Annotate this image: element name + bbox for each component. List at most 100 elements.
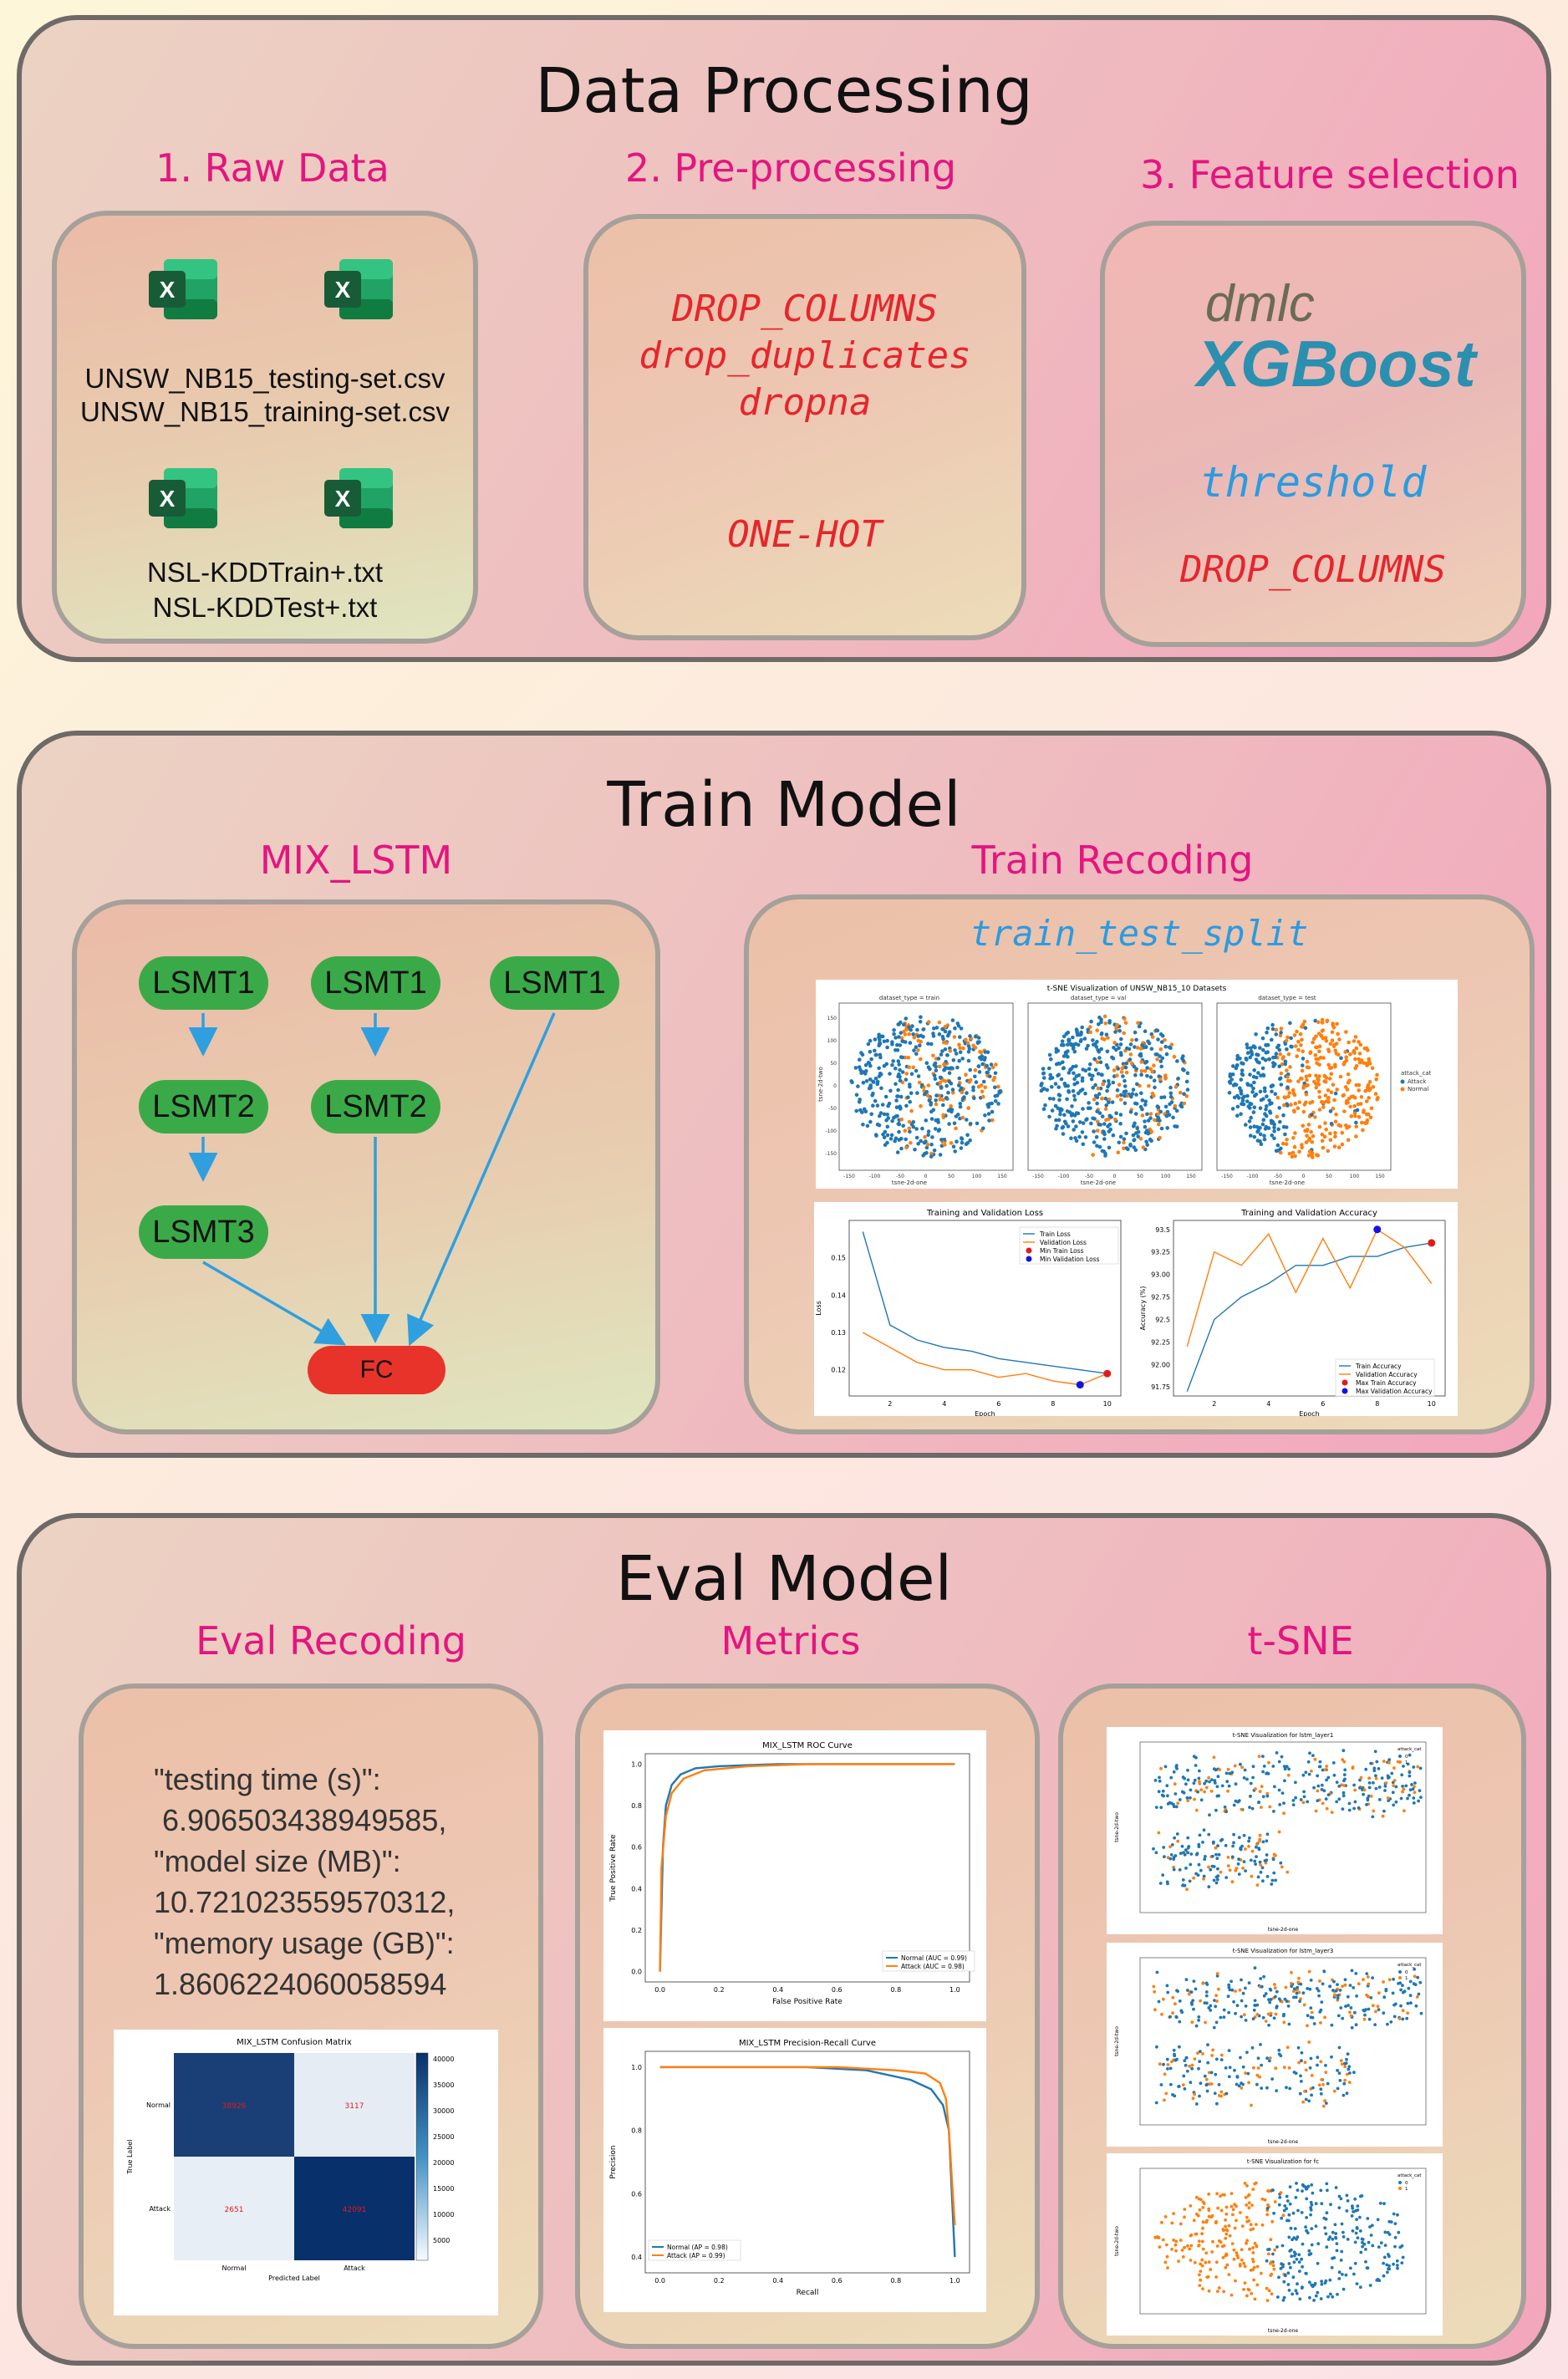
chart-xlabel: Recall [797, 2289, 819, 2297]
tsne-point [1198, 2273, 1201, 2277]
extremum-marker [1373, 1225, 1382, 1234]
tsne-point [1322, 1789, 1326, 1793]
tsne-point [1316, 2242, 1321, 2246]
tsne-point [1406, 1796, 1409, 1801]
tsne-point [899, 1036, 904, 1041]
tsne-point [1174, 2015, 1179, 2020]
tsne-x-tick: -100 [1247, 1174, 1259, 1179]
tsne-point [1353, 1788, 1357, 1792]
tsne-point [1387, 1978, 1392, 1982]
tsne-point [1173, 1836, 1176, 1840]
tsne-point [1276, 1127, 1280, 1132]
tsne-point [899, 1136, 904, 1141]
tsne-xlabel: tsne-2d-one [892, 1179, 927, 1186]
tsne-point [1197, 2197, 1201, 2201]
tsne-point [1277, 1047, 1282, 1052]
tsne-point [1391, 1791, 1395, 1795]
tsne-point [1134, 1037, 1138, 1042]
tsne-point [1250, 2203, 1254, 2207]
tsne-point [1280, 1057, 1285, 1061]
tsne-point [1213, 1781, 1217, 1785]
tsne-point [932, 1148, 937, 1153]
tsne-point [1138, 1104, 1143, 1109]
tsne-point [1296, 1047, 1301, 1052]
tsne-point [1368, 2225, 1372, 2229]
tsne-point [1348, 2010, 1352, 2015]
tsne-point [1172, 2238, 1175, 2242]
tsne-point [1265, 2207, 1270, 2210]
tsne-point [1217, 2286, 1221, 2290]
tsne-point [895, 1042, 899, 1047]
tsne-point [1251, 1086, 1255, 1091]
tsne-point [869, 1057, 873, 1062]
tsne-point [1347, 1801, 1352, 1806]
tsne-point [1148, 1075, 1153, 1079]
svg-text:X: X [335, 486, 351, 512]
tsne-point [1265, 1026, 1270, 1031]
tsne-point [1244, 2196, 1248, 2199]
tsne-point [1304, 1083, 1309, 1088]
tsne-point [967, 1080, 972, 1084]
tsne-point [1251, 2246, 1255, 2249]
tsne-point [1247, 1844, 1250, 1848]
tsne-point [1283, 1042, 1288, 1046]
tsne-point [1381, 1814, 1385, 1818]
tsne-point [1275, 1989, 1279, 1994]
tsne-point [1203, 2001, 1207, 2005]
tsne-point [1272, 1125, 1276, 1130]
tsne-point [1288, 1078, 1292, 1083]
tsne-point [1304, 1770, 1308, 1775]
tsne-point [891, 1059, 895, 1063]
tsne-point [1072, 1077, 1077, 1082]
tsne-point [1178, 2020, 1182, 2024]
tsne-point [1196, 1790, 1199, 1794]
tsne-point [1184, 2063, 1188, 2067]
tsne-point [1231, 2213, 1235, 2217]
tsne-point [1417, 1799, 1420, 1803]
x-tick: 0.6 [832, 1986, 843, 1994]
x-tick: 8 [1051, 1400, 1055, 1408]
tsne-point [1252, 2008, 1256, 2012]
chart-title: t-SNE Visualization for lstm_layer3 [1233, 1948, 1334, 1954]
metrics-title: Metrics [720, 1618, 861, 1663]
tsne-point [1332, 2256, 1336, 2259]
tsne-point [990, 1065, 995, 1070]
tsne-point [1282, 2012, 1285, 2016]
tsne-point [1265, 1771, 1268, 1775]
tsne-point [1122, 1089, 1127, 1094]
tsne-point [1352, 1806, 1356, 1811]
tsne-point [1366, 2266, 1370, 2270]
tsne-point [1373, 2023, 1377, 2026]
legend-title: attack_cat [1397, 2173, 1422, 2178]
tsne-point [1354, 1134, 1358, 1139]
legend-label: 0 [1405, 1970, 1408, 1975]
tsne-point [1326, 1088, 1331, 1093]
legend-label: Normal (AUC = 0.99) [901, 1954, 967, 1962]
tsne-point [1418, 1789, 1422, 1792]
tsne-point [1215, 2101, 1219, 2106]
tsne-point [1320, 1783, 1324, 1787]
tsne-point [1300, 1145, 1304, 1150]
tsne-point [1270, 1101, 1274, 1106]
tsne-point [1280, 2244, 1285, 2248]
tsne-point [1279, 1083, 1284, 1087]
tsne-point [1099, 1020, 1103, 1025]
tsne-point [1271, 1765, 1275, 1768]
tsne-point [966, 1050, 971, 1054]
tsne-point [1071, 1035, 1075, 1040]
colorbar [415, 2052, 429, 2261]
tsne-point [1170, 1843, 1174, 1847]
tsne-point [1153, 1085, 1157, 1090]
tsne-point [1310, 2283, 1314, 2287]
tsne-point [1321, 1037, 1326, 1041]
tsne-point [1048, 1072, 1052, 1077]
tsne-point [1092, 1129, 1096, 1133]
tsne-point [1304, 1140, 1309, 1144]
eval-line: "testing time (s)": [154, 1762, 381, 1796]
tsne-point [1317, 2083, 1321, 2087]
tsne-point [1214, 2072, 1218, 2076]
tsne-point [1297, 1990, 1301, 1994]
tsne-point [1342, 1784, 1346, 1787]
tsne-point [1195, 1852, 1199, 1856]
tsne-point [934, 1064, 938, 1069]
